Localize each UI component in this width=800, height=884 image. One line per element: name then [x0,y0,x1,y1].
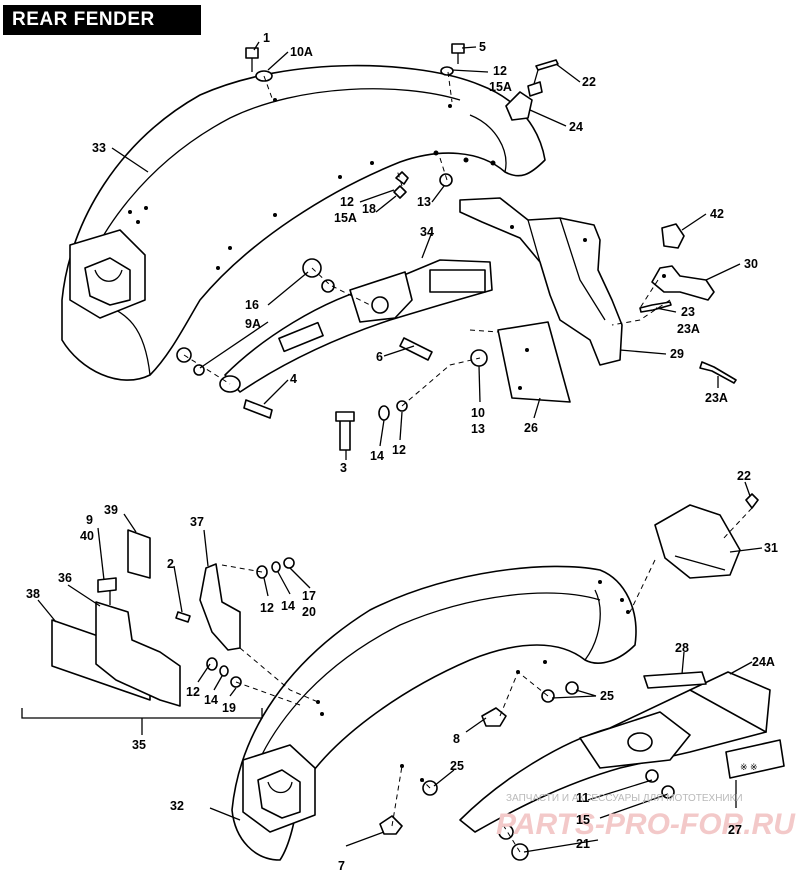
callout-24A: 24A [752,655,775,669]
callout-12: 12 [493,64,507,78]
callout-27: 27 [728,823,742,837]
callout-24: 24 [569,120,583,134]
svg-text:※ ※: ※ ※ [740,762,758,772]
callout-25: 25 [600,689,614,703]
leader-lines [21,41,763,853]
callout-22: 22 [737,469,751,483]
callout-5: 5 [479,40,486,54]
callout-14: 14 [281,599,295,613]
watermark-logo: PARTS-PRO-FOR.RU [496,808,796,841]
callout-8: 8 [453,732,460,746]
callout-39: 39 [104,503,118,517]
callout-numbers: 1 10A 5 12 15A 22 24 33 12 15A 18 13 42 … [26,31,778,873]
callout-21: 21 [576,837,590,851]
callout-42: 42 [710,207,724,221]
callout-14: 14 [204,693,218,707]
watermark-text: ЗАПЧАСТИ И АКСЕССУАРЫ ДЛЯ МОТОТЕХНИКИ [506,793,743,804]
callout-16: 16 [245,298,259,312]
callout-26: 26 [524,421,538,435]
callout-6: 6 [376,350,383,364]
callout-34: 34 [420,225,434,239]
callout-11: 11 [576,791,589,805]
license-bracket-36-38 [51,529,181,707]
tail-lamp-housing-31 [654,504,741,579]
callout-10: 10 [471,406,485,420]
callout-36: 36 [58,571,72,585]
callout-18: 18 [362,202,376,216]
callout-1: 1 [263,31,270,45]
callout-13: 13 [417,195,431,209]
clip-42 [661,223,685,249]
callout-17: 17 [302,589,316,603]
callout-33: 33 [92,141,106,155]
callout-12: 12 [260,601,274,615]
assembly-lines [183,71,753,853]
callout-15: 15 [576,813,590,827]
upper-fender-33 [61,64,546,381]
callout-31: 31 [764,541,778,555]
upper-hardware [245,43,559,199]
bracket-37-hardware [175,557,295,688]
callout-15A: 15A [334,211,357,225]
license-plate-bracket-29 [459,197,623,366]
callout-23A: 23A [705,391,728,405]
callout-28: 28 [675,641,689,655]
callout-32: 32 [170,799,184,813]
diagram-title: REAR FENDER [3,5,201,35]
callout-37: 37 [190,515,204,529]
reflector-27: ※ ※ [725,739,785,779]
bracket-30 [651,265,715,301]
callout-22: 22 [582,75,596,89]
callout-12: 12 [392,443,406,457]
callout-13: 13 [471,422,485,436]
callout-20: 20 [302,605,316,619]
callout-9A: 9A [245,317,261,331]
callout-2: 2 [167,557,174,571]
callout-23: 23 [681,305,695,319]
callout-4: 4 [290,372,297,386]
callout-29: 29 [670,347,684,361]
reflector-26 [497,321,571,403]
callout-10A: 10A [290,45,313,59]
fender-support-24A [459,671,771,833]
callout-12: 12 [340,195,354,209]
callout-7: 7 [338,859,345,873]
fender-support-34 [219,259,493,393]
callout-38: 38 [26,587,40,601]
callout-9: 9 [86,513,93,527]
callout-14: 14 [370,449,384,463]
callout-40: 40 [80,529,94,543]
callout-23A: 23A [677,322,700,336]
callout-35: 35 [132,738,146,752]
callout-19: 19 [222,701,236,715]
callout-25: 25 [450,759,464,773]
callout-3: 3 [340,461,347,475]
callout-12: 12 [186,685,200,699]
callout-15A: 15A [489,80,512,94]
callout-30: 30 [744,257,758,271]
